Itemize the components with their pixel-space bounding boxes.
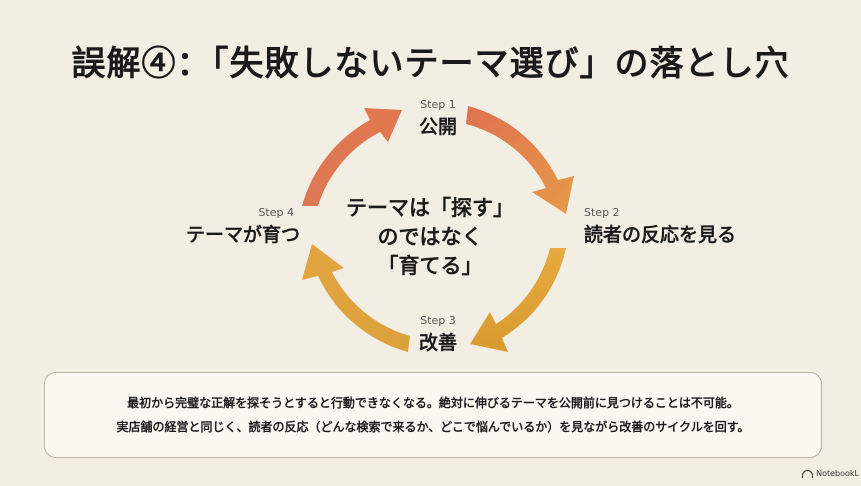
step-1-label: 公開 [418, 116, 457, 138]
brand-watermark: NotebookL [802, 469, 859, 478]
step-2-label: 読者の反応を見る [584, 224, 737, 246]
center-message: テーマは「探す」 のではなく 「育てる」 [330, 194, 530, 281]
step-3-label: 改善 [418, 332, 457, 354]
center-line-1: テーマは「探す」 [346, 196, 514, 220]
explanation-line-1: 最初から完璧な正解を探そうとすると行動できなくなる。絶対に伸びるテーマを公開前に… [127, 396, 739, 410]
page-title: 誤解④：「失敗しないテーマ選び」の落とし穴 [71, 44, 790, 84]
arrow-step4-to-step1 [302, 108, 402, 206]
center-line-3: 「育てる」 [377, 254, 483, 278]
step-1-number: Step 1 [420, 98, 456, 111]
center-line-2: のではなく [377, 225, 483, 249]
step-4-label: テーマが育つ [185, 224, 300, 246]
step-1: Step 1 公開 [398, 98, 478, 139]
step-2-number: Step 2 [584, 206, 620, 219]
arrow-step1-to-step2 [466, 106, 574, 214]
explanation-line-2: 実店舗の経営と同じく、読者の反応（どんな検索で来るか、どこで悩んでいるか）を見な… [116, 420, 750, 434]
step-4-number: Step 4 [258, 206, 294, 219]
step-3: Step 3 改善 [398, 314, 478, 355]
arrow-step2-to-step3 [470, 248, 566, 352]
step-3-number: Step 3 [420, 314, 456, 327]
brand-text: NotebookL [816, 469, 859, 478]
step-4: Step 4 テーマが育つ [150, 206, 300, 247]
step-2: Step 2 読者の反応を見る [584, 206, 764, 247]
explanation-box: 最初から完璧な正解を探そうとすると行動できなくなる。絶対に伸びるテーマを公開前に… [44, 372, 822, 458]
arrow-step3-to-step4 [302, 244, 410, 352]
notebook-logo-icon [802, 469, 814, 478]
